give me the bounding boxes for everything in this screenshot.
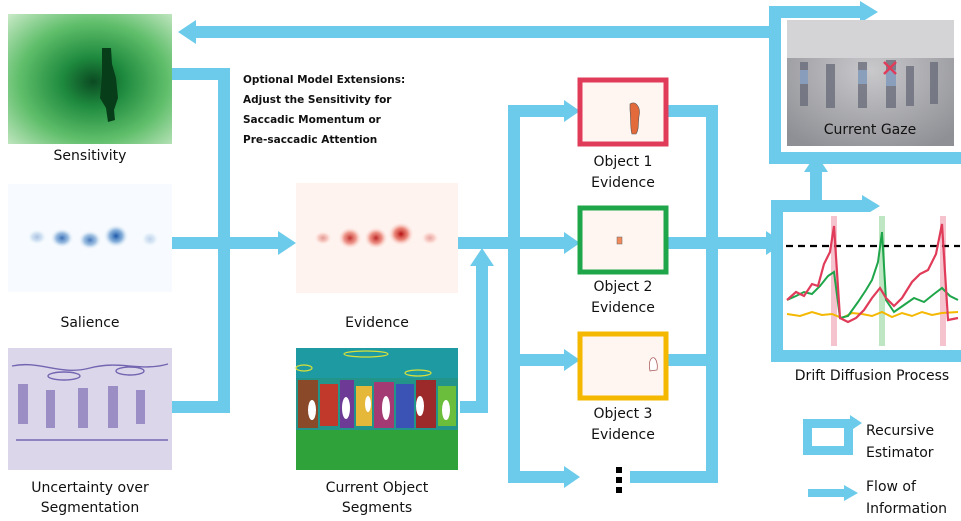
object-2-evidence-box [577,205,669,275]
extensions-note-line3: Saccadic Momentum or [243,114,381,126]
drift-diffusion-label: Drift Diffusion Process [794,368,950,384]
object-2-label-line2: Evidence [591,300,655,316]
uncertainty-map [8,348,172,470]
object-1-label-line2: Evidence [591,175,655,191]
extensions-note-line4: Pre-saccadic Attention [243,134,378,146]
uncertainty-label-line1: Uncertainty over [31,480,149,496]
legend-recursive-icon [803,415,862,455]
uncertainty-label-line2: Segmentation [40,500,140,516]
salience-label: Salience [60,315,120,331]
series-object-2 [786,231,959,320]
object-2-label-line1: Object 2 [593,279,653,295]
extensions-note-line1: Optional Model Extensions: [243,74,406,86]
object-1-evidence-box [577,77,669,147]
evidence-label: Evidence [345,315,409,331]
object-3-evidence-box [577,331,669,401]
segments-label-line2: Segments [341,500,413,516]
drift-diffusion-plot [783,212,961,350]
object-segments-map [295,348,458,470]
sensitivity-map [8,14,172,144]
legend-recursive-line2: Estimator [866,445,934,461]
flow-arrows [172,1,961,488]
object-1-label-line1: Object 1 [593,154,653,170]
current-gaze-image [787,20,954,146]
sensitivity-label: Sensitivity [53,148,127,164]
legend-flow-line1: Flow of [866,479,916,495]
current-gaze-label: Current Gaze [823,122,917,138]
salience-map [8,184,172,292]
segments-label-line1: Current Object [325,480,429,496]
object-3-label-line1: Object 3 [593,406,653,422]
legend-flow-line2: Information [866,501,948,517]
object-3-label-line2: Evidence [591,427,655,443]
evidence-map [296,183,458,293]
extensions-note-line2: Adjust the Sensitivity for [243,94,392,106]
series-object-3 [786,310,959,320]
series-object-1 [786,223,959,324]
vertical-ellipsis-icon [616,467,622,493]
legend-recursive-line1: Recursive [866,423,935,439]
legend-flow-icon [808,485,858,501]
